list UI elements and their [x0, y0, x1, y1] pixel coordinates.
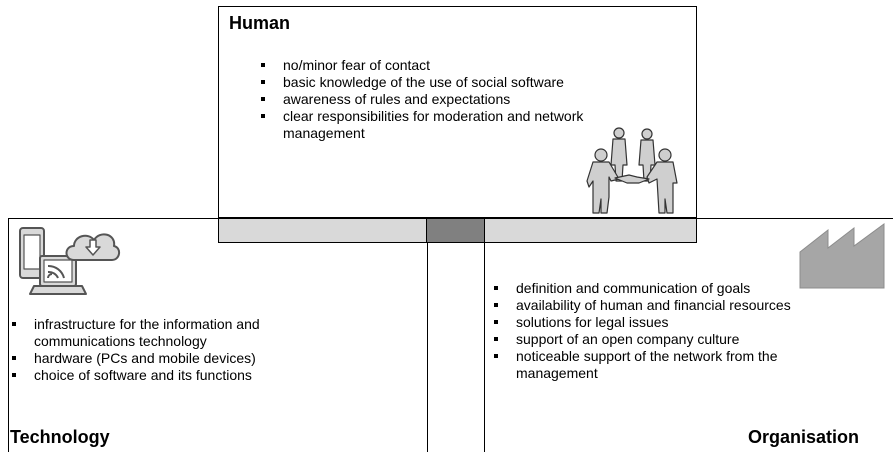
human-title: Human — [229, 13, 291, 33]
list-item: choice of software and its functions — [8, 367, 348, 384]
list-item: solutions for legal issues — [490, 314, 870, 331]
people-handshake-icon — [586, 127, 678, 214]
divider-left — [427, 243, 428, 452]
organisation-list: definition and communication of goals av… — [490, 280, 870, 382]
human-list: no/minor fear of contact basic knowledge… — [257, 57, 617, 142]
devices-cloud-icon — [19, 227, 120, 295]
list-item: infrastructure for the information and c… — [8, 316, 334, 350]
list-item: noticeable support of the network from t… — [490, 348, 846, 382]
bar-right-segment — [484, 218, 697, 243]
technology-title: Technology — [10, 427, 110, 447]
bar-center-segment — [426, 218, 485, 243]
frame-top-right — [696, 218, 893, 219]
human-box: Human no/minor fear of contact basic kno… — [218, 6, 697, 218]
divider-right — [484, 243, 485, 452]
list-item: definition and communication of goals — [490, 280, 870, 297]
list-item: hardware (PCs and mobile devices) — [8, 350, 348, 367]
technology-list: infrastructure for the information and c… — [8, 316, 348, 384]
list-item: awareness of rules and expectations — [257, 91, 617, 108]
bar-left-segment — [218, 218, 427, 243]
list-item: support of an open company culture — [490, 331, 870, 348]
list-item: basic knowledge of the use of social sof… — [257, 74, 617, 91]
frame-top-left — [8, 218, 219, 219]
factory-icon — [799, 223, 885, 289]
list-item: clear responsibilities for moderation an… — [257, 108, 593, 142]
organisation-title: Organisation — [748, 427, 860, 447]
frame-left — [8, 218, 9, 452]
list-item: no/minor fear of contact — [257, 57, 617, 74]
list-item: availability of human and financial reso… — [490, 297, 870, 314]
